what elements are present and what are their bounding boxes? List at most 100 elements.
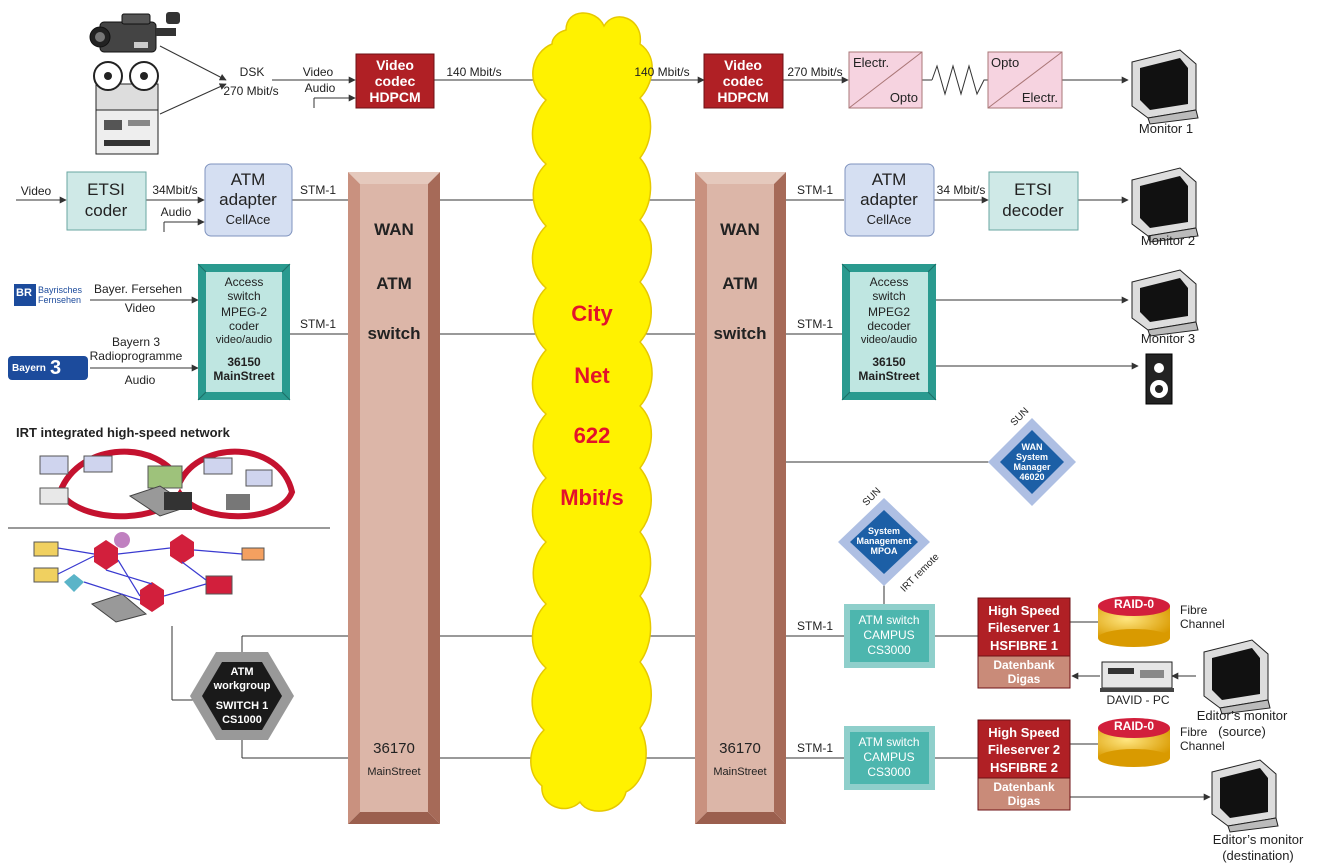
- access-right-line4: decoder: [867, 319, 911, 333]
- sysmgmt-line2: Management: [856, 536, 912, 546]
- db2-line1: Datenbank: [993, 780, 1055, 794]
- atm-right-line2: adapter: [860, 190, 918, 209]
- wan-left-bottom-line2: MainStreet: [367, 766, 421, 778]
- access-right-line1: Access: [869, 275, 909, 289]
- rate-270-out: 270 Mbit/s: [787, 65, 843, 79]
- editor-destination-line1: Editor’s monitor: [1212, 832, 1304, 847]
- stm-campus2: STM-1: [797, 741, 833, 755]
- access-right-line3: MPEG2: [867, 305, 911, 319]
- campus2-line3: CS3000: [867, 765, 911, 779]
- wan-right-bottom-line2: MainStreet: [713, 766, 767, 778]
- db1-line1: Datenbank: [993, 658, 1055, 672]
- etsi-decoder-line1: ETSI: [1014, 180, 1052, 199]
- wan-system-manager-diamond: [988, 418, 1076, 506]
- bayern3-line2: Radioprogramme: [89, 349, 183, 363]
- editor-monitor-source-icon: [1203, 639, 1271, 715]
- editor-source-line1: Editor’s monitor: [1196, 708, 1288, 723]
- monitor-1-icon: [1131, 49, 1199, 125]
- audio-label-row3: Audio: [124, 373, 156, 387]
- bayern3-logo-digit: 3: [50, 357, 62, 379]
- editor-source-line2: (source): [1218, 724, 1266, 739]
- oe-bottom-label: Electr.: [1021, 90, 1058, 105]
- atm-right-line1: ATM: [871, 170, 907, 189]
- rate-34-right: 34 Mbit/s: [936, 183, 986, 197]
- rate-34-left: 34Mbit/s: [152, 183, 198, 197]
- raid1-fibre-line2: Channel: [1180, 617, 1225, 631]
- access-left-line7: MainStreet: [213, 369, 275, 383]
- stm-left-row2: STM-1: [300, 183, 336, 197]
- atm-right-line3: CellAce: [866, 212, 912, 227]
- fs2-line2: Fileserver 2: [987, 742, 1061, 757]
- br-name-line1: Bayrisches: [38, 285, 83, 295]
- wan-left-line1: WAN: [374, 220, 414, 239]
- wan-manager-line4: 46020: [1019, 472, 1045, 482]
- wan-manager-line2: System: [1015, 452, 1049, 462]
- eo-bottom-label: Opto: [889, 90, 918, 105]
- bayern3-logo: [8, 356, 88, 380]
- access-left-line1: Access: [224, 275, 264, 289]
- stm-right-row3: STM-1: [797, 317, 833, 331]
- codec-right-line1: Video: [724, 57, 762, 73]
- db1-line2: Digas: [1007, 672, 1041, 686]
- tape-recorder-icon: [93, 61, 159, 155]
- hexagon-line1: ATM: [230, 666, 254, 678]
- etsi-coder-line2: coder: [84, 201, 128, 220]
- wan-right-line3: switch: [713, 324, 767, 343]
- electr-opto-converter: [848, 51, 923, 109]
- bayer-fernsehen-label: Bayer. Fersehen: [93, 282, 183, 296]
- fs2-line3: HSFIBRE 2: [990, 760, 1058, 775]
- city-net-line2: Net: [574, 363, 610, 388]
- dsk-label: DSK: [239, 65, 265, 79]
- bayern3-line1: Bayern 3: [111, 335, 161, 349]
- city-net-line1: City: [571, 301, 613, 326]
- campus-switch-1: [844, 604, 935, 668]
- stm-campus1: STM-1: [797, 619, 833, 633]
- campus1-line3: CS3000: [867, 643, 911, 657]
- raid1-label: RAID-0: [1113, 597, 1155, 611]
- atm-left-line1: ATM: [230, 170, 266, 189]
- wan-left-line2: ATM: [376, 274, 412, 293]
- fs2-line1: High Speed: [988, 725, 1060, 740]
- david-pc-label: DAVID - PC: [1106, 693, 1170, 707]
- access-switch-left: [197, 263, 291, 401]
- monitor-2-label: Monitor 2: [1140, 233, 1196, 248]
- video-label-row3: Video: [124, 301, 156, 315]
- monitor-3-icon: [1131, 269, 1199, 337]
- access-right-line7: MainStreet: [858, 369, 920, 383]
- city-net-cloud: [530, 12, 653, 812]
- raid-0-disk-2: [1098, 718, 1170, 767]
- codec-right-line3: HDPCM: [717, 89, 769, 105]
- fs1-line3: HSFIBRE 1: [990, 638, 1058, 653]
- fileserver-2: [977, 719, 1071, 811]
- wan-right-bottom-line1: 36170: [719, 740, 761, 757]
- rate-140-left: 140 Mbit/s: [446, 65, 502, 79]
- monitor-2-icon: [1131, 167, 1199, 243]
- audio-label-top: Audio: [304, 81, 336, 95]
- br-name-line2: Fernsehen: [38, 295, 82, 305]
- system-management-diamond: [838, 498, 930, 586]
- sysmgmt-line1: System: [867, 526, 901, 536]
- raid1-fibre-line1: Fibre: [1180, 603, 1208, 617]
- atm-workgroup-switch: [190, 652, 294, 740]
- city-net-line4: Mbit/s: [560, 485, 624, 510]
- access-left-line6: 36150: [227, 355, 261, 369]
- campus2-line1: ATM switch: [858, 735, 920, 749]
- access-right-line2: switch: [872, 289, 906, 303]
- access-switch-right: [841, 263, 937, 401]
- db2-line2: Digas: [1007, 794, 1041, 808]
- codec-left-line2: codec: [374, 73, 416, 89]
- bayern3-logo-text: Bayern: [12, 363, 46, 374]
- editor-destination-line2: (destination): [1222, 848, 1294, 863]
- campus1-line2: CAMPUS: [863, 628, 915, 642]
- wan-switch-left: [348, 172, 440, 824]
- etsi-coder-box: [66, 171, 147, 231]
- oe-top-label: Opto: [991, 55, 1020, 70]
- fs1-line1: High Speed: [988, 603, 1060, 618]
- access-left-line2: switch: [227, 289, 261, 303]
- fileserver-1: [977, 597, 1071, 689]
- david-pc-icon: [1100, 661, 1174, 692]
- rate-140-right: 140 Mbit/s: [634, 65, 690, 79]
- campus1-line1: ATM switch: [858, 613, 920, 627]
- campus-switch-2: [844, 726, 935, 790]
